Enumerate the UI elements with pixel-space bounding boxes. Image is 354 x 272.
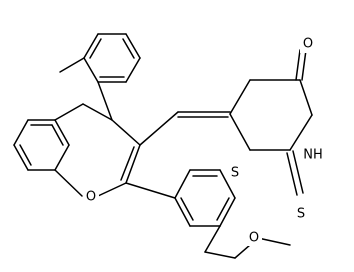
ring-sulfur-label: S [231,166,239,181]
ether-oxygen-label: O [249,231,259,246]
pyran-ring [54,103,141,197]
benzo-ring [13,119,70,171]
thione-sulfur-label: S [297,207,305,222]
atom-labels: O NH S S O O [83,37,326,246]
carbonyl-oxygen-label: O [303,37,313,52]
c4-aryl-bond [97,81,113,121]
pyran-oxygen-label: O [86,190,96,205]
ring-nitrogen-label: NH [303,148,323,163]
bond-lines [13,33,313,259]
methyl-bond [59,57,85,73]
ethoxyphenyl-ring [174,169,236,227]
carbonyl-bond [295,49,307,81]
exocyclic-double-bond [177,111,231,118]
c2-aryl-bond [125,182,176,199]
thione-bond [286,150,304,196]
tolyl-ring [83,33,141,83]
vinyl-bond [139,111,179,146]
thiazolidinone-ring [229,79,313,151]
